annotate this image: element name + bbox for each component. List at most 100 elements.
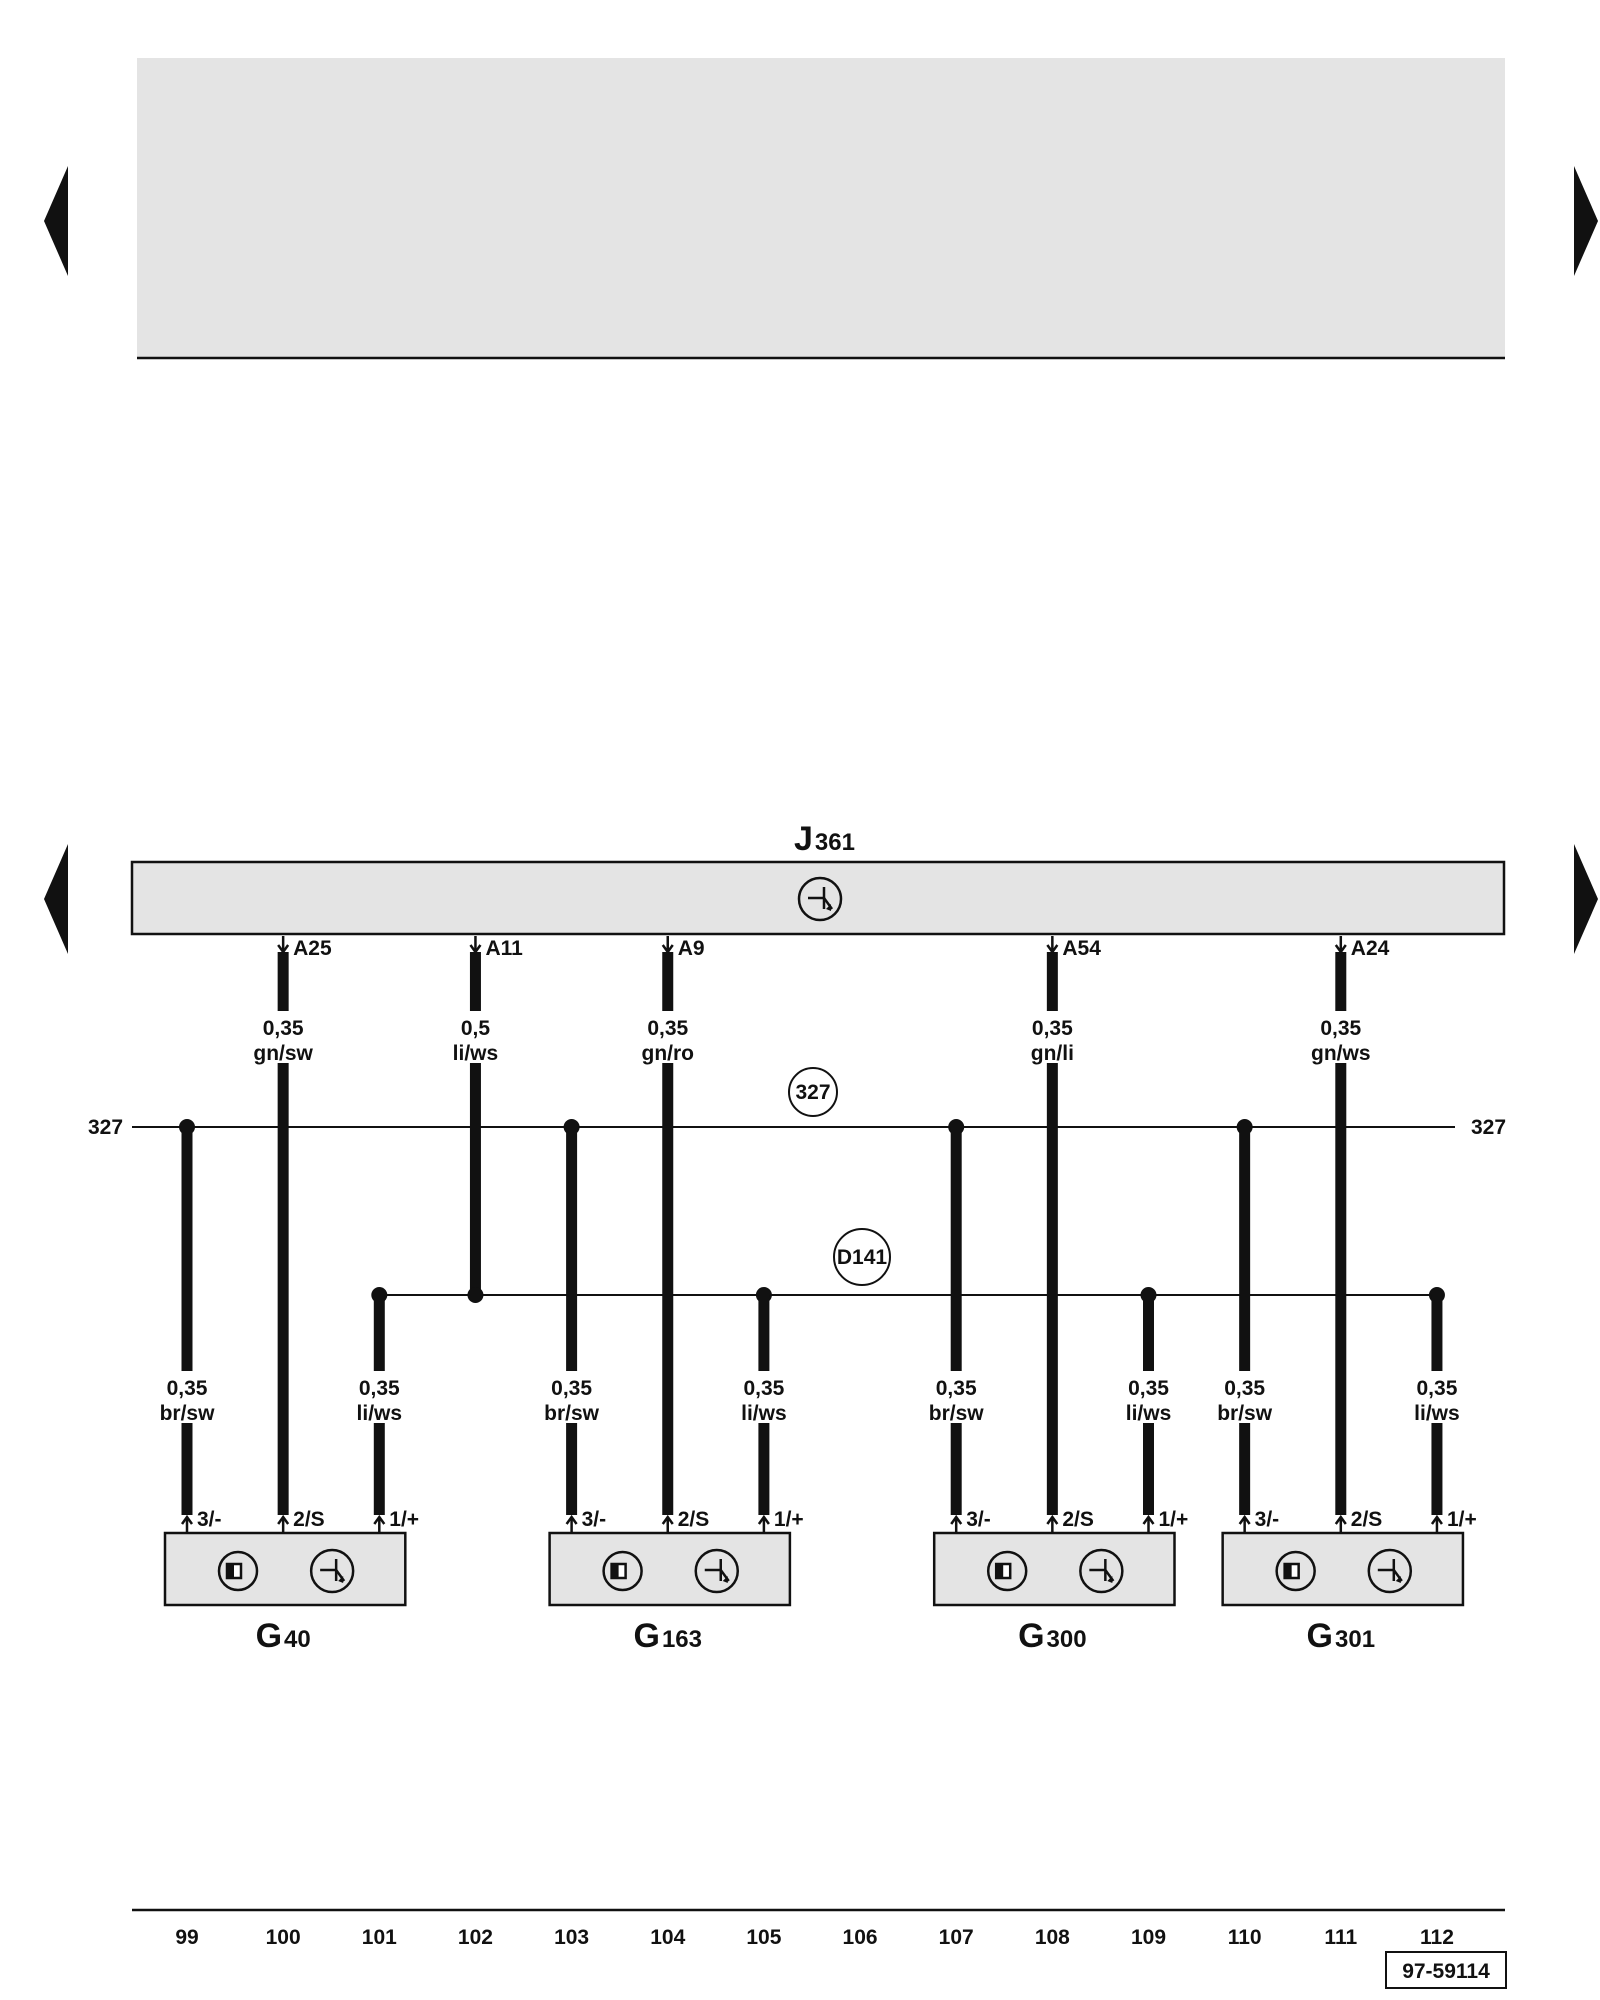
wire-color-label: br/sw [1217, 1402, 1273, 1425]
sensor-pin-label: 2/S [1351, 1508, 1383, 1531]
transistor-icon [797, 876, 843, 922]
sensor-number: 300 [1047, 1626, 1087, 1653]
module-name: J [794, 820, 813, 858]
sensor-box [163, 1531, 407, 1607]
supply-connector-label: D141 [837, 1246, 888, 1269]
supply-junction-dot [467, 1287, 484, 1303]
wire-color-label: li/ws [741, 1402, 787, 1425]
sensor-component: G40 [163, 1531, 407, 1655]
sensor-pin-arrow [1046, 1514, 1059, 1533]
wire-color-label: li/ws [357, 1402, 403, 1425]
sensor-pin-label: 1/+ [1447, 1508, 1477, 1531]
sensor-pin-arrow [277, 1514, 290, 1533]
figure-id-box [1385, 1951, 1507, 1989]
ground-connector-circle [788, 1067, 838, 1117]
nav-next-icon[interactable] [1574, 166, 1598, 276]
track-number: 112 [1420, 1926, 1454, 1949]
wire-color-label: br/sw [160, 1402, 216, 1425]
wire-size-label: 0,35 [1417, 1377, 1458, 1400]
sensor-name-label: G40 [256, 1617, 311, 1655]
wire-color-label: li/ws [1414, 1402, 1460, 1425]
wire-size-label: 0,35 [263, 1017, 304, 1040]
sensor-name-label: G301 [1307, 1617, 1376, 1655]
sensor-pin-arrow [950, 1514, 963, 1533]
track-number: 101 [362, 1926, 397, 1949]
header-panel [137, 58, 1505, 358]
sensor-name-label: G163 [634, 1617, 703, 1655]
module-j361: J361 [130, 820, 1506, 936]
module-pin-label: A54 [1062, 937, 1101, 960]
wire-label-bg [1008, 1011, 1097, 1063]
hall-sensor-icon [986, 1550, 1028, 1592]
ground-bus-327: 327 327 327 [88, 1067, 1506, 1139]
wire-size-label: 0,35 [743, 1377, 784, 1400]
transistor-icon [1079, 1548, 1124, 1594]
sensor-component: G300 [932, 1531, 1176, 1655]
sensor-pin-arrow [1238, 1514, 1251, 1533]
hall-sensor-icon [217, 1550, 259, 1592]
sensor-box [1221, 1531, 1465, 1607]
nav-prev-icon[interactable] [44, 166, 68, 276]
sensor-pin-arrow [1334, 1514, 1347, 1533]
module-number: 361 [815, 829, 855, 856]
hall-sensor-icon [602, 1550, 643, 1592]
sensor-pin-arrow [565, 1514, 578, 1533]
wire-size-label: 0,35 [647, 1017, 688, 1040]
wire-size-label: 0,35 [167, 1377, 208, 1400]
module-pin-label: A11 [485, 937, 523, 960]
wire-color-label: br/sw [544, 1402, 600, 1425]
ground-bus-label-right: 327 [1471, 1116, 1506, 1139]
sensor-component: G163 [548, 1531, 792, 1655]
sensor-pin-arrow [180, 1514, 194, 1533]
wire-color-label: gn/ws [1311, 1042, 1371, 1065]
nav-next-icon[interactable] [1574, 844, 1598, 954]
track-number: 100 [266, 1926, 301, 1949]
sensor-box [932, 1531, 1176, 1607]
wire-label-bg [623, 1011, 712, 1063]
sensor-number: 40 [284, 1626, 311, 1653]
wire-size-label: 0,5 [461, 1017, 491, 1040]
wire-label-bg [527, 1371, 616, 1423]
supply-connector-circle [833, 1228, 891, 1286]
sensor-number: 301 [1335, 1626, 1375, 1653]
wire-color-label: li/ws [453, 1042, 499, 1065]
module-pin-arrow [1046, 936, 1059, 955]
sensor-pin-label: 1/+ [1159, 1508, 1189, 1531]
track-number: 102 [458, 1926, 493, 1949]
module-wire-label: 0,5li/ws [431, 1011, 520, 1065]
wires-layer: A250,35gn/swA110,5li/wsA90,35gn/roA540,3… [143, 936, 1481, 1533]
wire-size-label: 0,35 [1128, 1377, 1169, 1400]
wire-size-label: 0,35 [1320, 1017, 1361, 1040]
transistor-icon [694, 1548, 739, 1594]
sensor-pin-label: 1/+ [389, 1508, 419, 1531]
wire-label-bg [143, 1371, 231, 1423]
wire-size-label: 0,35 [551, 1377, 592, 1400]
wire-size-label: 0,35 [1224, 1377, 1265, 1400]
sensor-pin-arrow [661, 1514, 674, 1533]
module-pin-arrow [1334, 936, 1347, 955]
sensor-pin-arrow [1142, 1514, 1155, 1533]
wire-color-label: br/sw [929, 1402, 985, 1425]
hall-sensor-icon [1275, 1550, 1316, 1592]
nav-prev-icon[interactable] [44, 844, 68, 954]
ground-bus-label-left: 327 [88, 1116, 123, 1139]
wire-label-bg [335, 1371, 424, 1423]
sensor-pin-arrow [373, 1514, 386, 1533]
sensor-pin-label: 1/+ [774, 1508, 804, 1531]
sensor-pin-arrow [757, 1514, 770, 1533]
sensor-pin-label: 2/S [293, 1508, 325, 1531]
sensor-name: G [634, 1617, 660, 1655]
sensor-pin-label: 3/- [966, 1508, 991, 1531]
track-number: 110 [1228, 1926, 1262, 1949]
sensor-pin-label: 3/- [582, 1508, 607, 1531]
